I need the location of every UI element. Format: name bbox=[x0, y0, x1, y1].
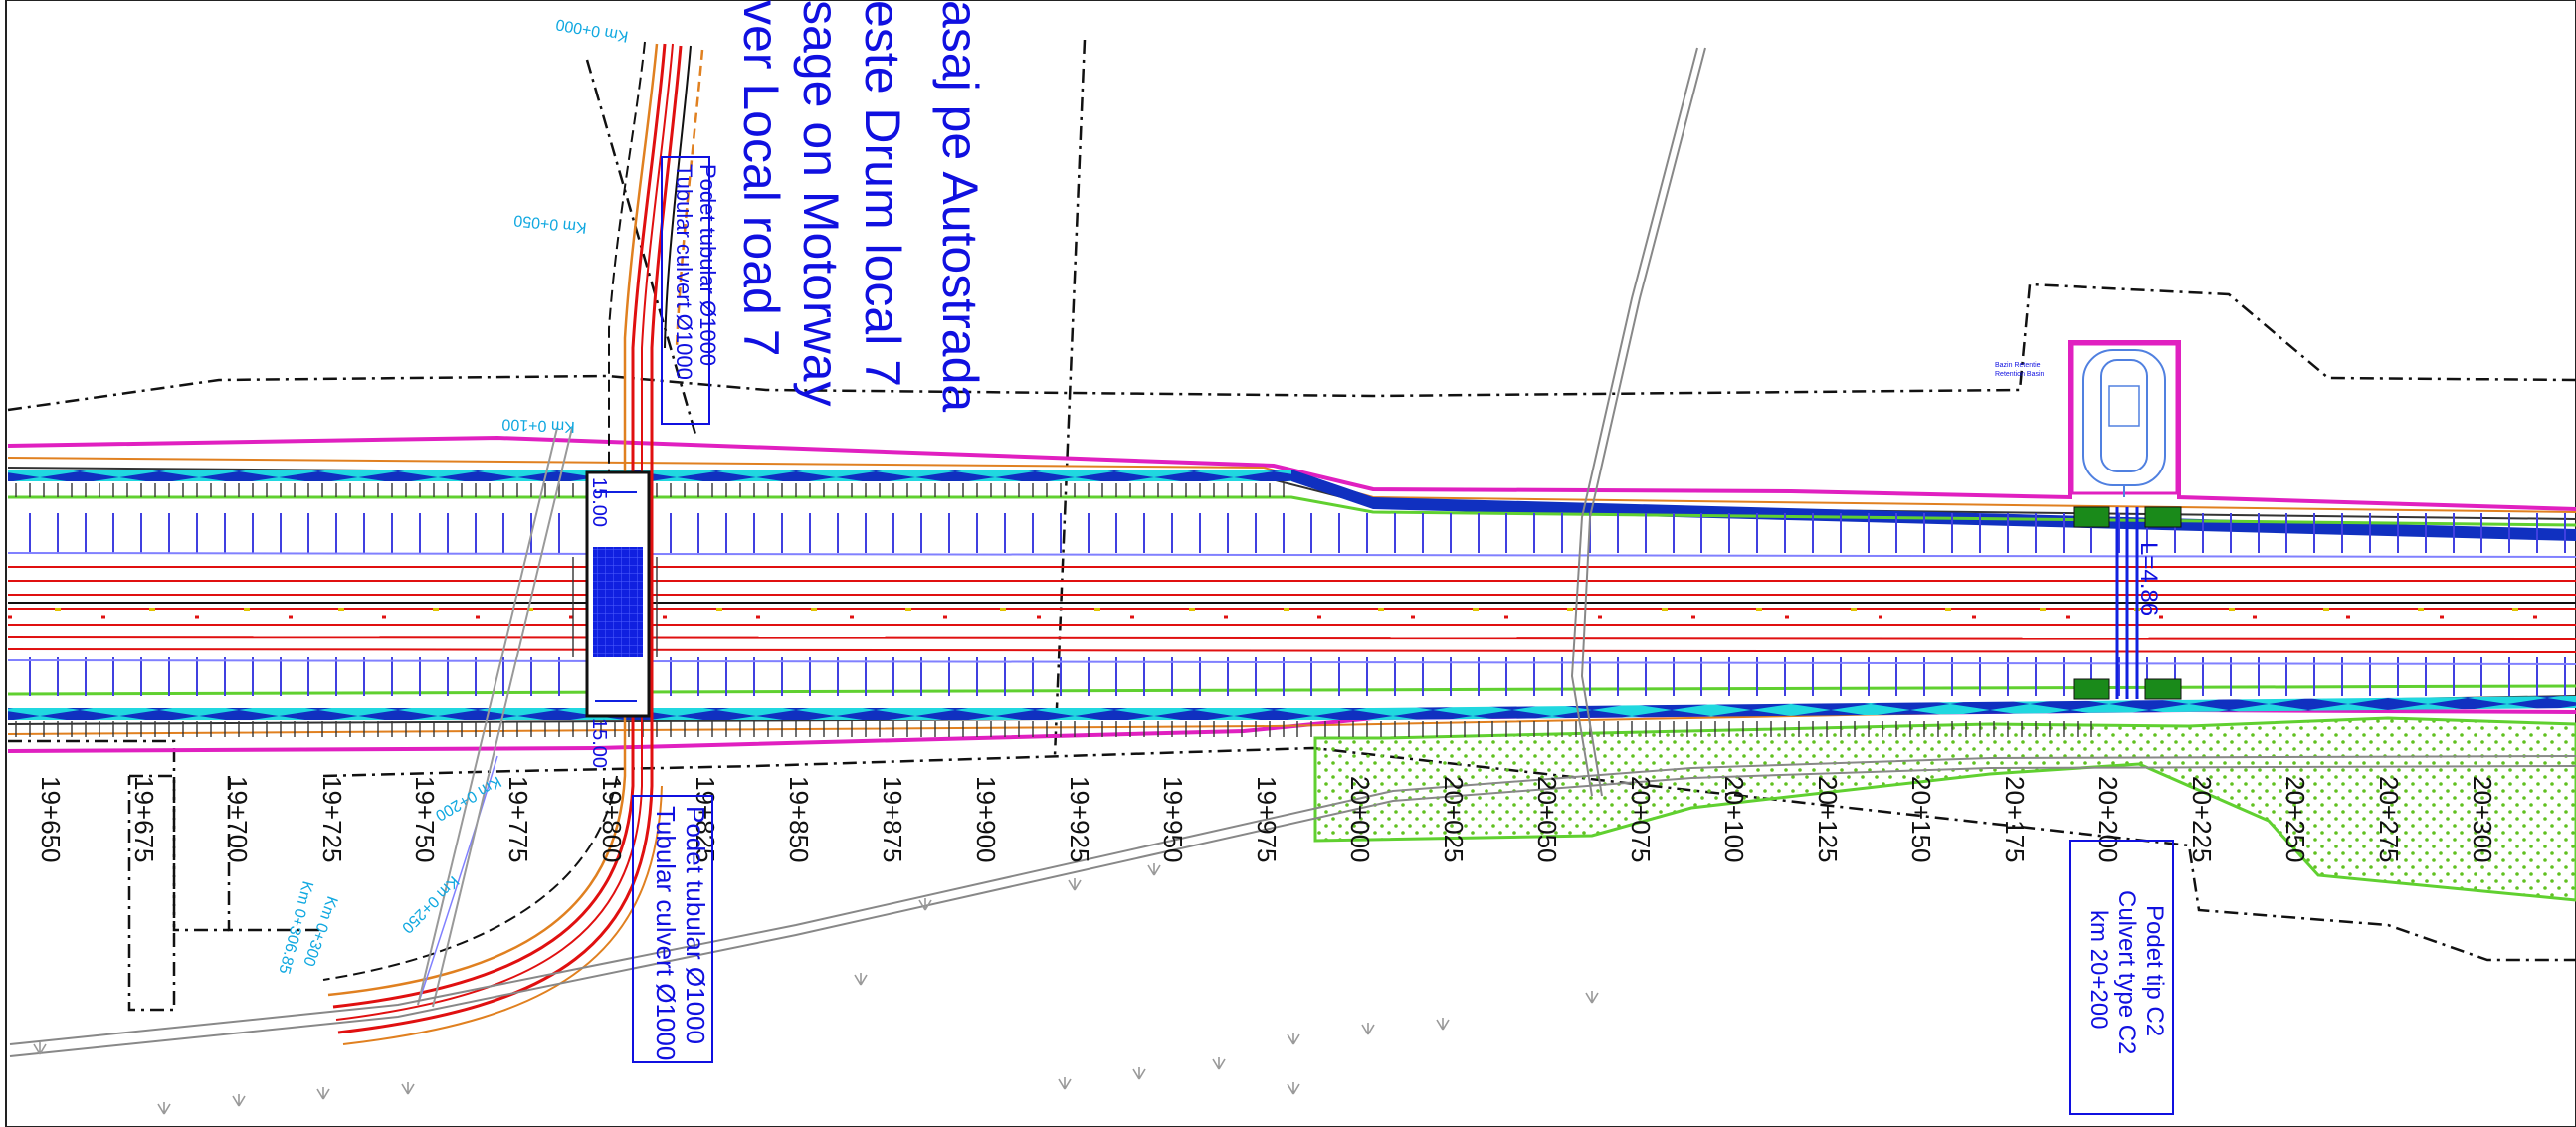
chainage-19-900: 19+900 bbox=[971, 776, 1001, 862]
culvert-length-label: L=4.86 bbox=[2135, 542, 2162, 616]
south-small-ticks bbox=[8, 721, 2097, 737]
culvert-c2 bbox=[2073, 506, 2182, 700]
chainage-19-725: 19+725 bbox=[317, 776, 347, 862]
chainage-19-950: 19+950 bbox=[1158, 776, 1188, 862]
culvert-north-line2: Tubular culvert Ø1000 bbox=[672, 164, 696, 380]
culvert-c2-line3: km 20+200 bbox=[2085, 910, 2112, 1029]
chainage-20-275: 20+275 bbox=[2374, 776, 2404, 862]
chainage-19-875: 19+875 bbox=[878, 776, 907, 862]
chainage-19-650: 19+650 bbox=[36, 776, 66, 862]
bridge-label-south: 15.00 bbox=[588, 718, 610, 768]
chainage-20-250: 20+250 bbox=[2280, 776, 2310, 862]
vegetation-symbols bbox=[33, 863, 1599, 1115]
basin-label-1: Bazin Retentie bbox=[1995, 362, 2041, 369]
chainage-19-975: 19+975 bbox=[1252, 776, 1282, 862]
chainage-19-775: 19+775 bbox=[503, 776, 533, 862]
access-road bbox=[9, 47, 2576, 1057]
title-line-1: asaj pe Autostrada bbox=[932, 0, 988, 412]
crossing-title: asaj pe Autostrada este Drum local 7 sag… bbox=[733, 0, 988, 412]
chainage-20-025: 20+025 bbox=[1439, 776, 1469, 862]
lane-marks bbox=[55, 608, 2518, 611]
culvert-c2-line2: Culvert type C2 bbox=[2113, 890, 2140, 1054]
chainage-labels: 19+650 19+675 19+700 19+725 19+750 19+77… bbox=[36, 776, 2497, 862]
chainage-19-825: 19+825 bbox=[691, 776, 720, 862]
retention-basin bbox=[2070, 342, 2179, 497]
chainage-20-200: 20+200 bbox=[2093, 776, 2123, 862]
culvert-c2-line1: Podet tip C2 bbox=[2141, 905, 2168, 1036]
bridge-label-north: 15.00 bbox=[588, 477, 610, 527]
km-0-000: Km 0+000 bbox=[554, 15, 629, 45]
south-ditch bbox=[8, 696, 2576, 720]
chainage-20-300: 20+300 bbox=[2468, 776, 2497, 862]
culvert-south-line2: Tubular culvert Ø1000 bbox=[651, 806, 681, 1060]
chainage-20-125: 20+125 bbox=[1813, 776, 1843, 862]
chainage-20-175: 20+175 bbox=[2000, 776, 2030, 862]
carriageway bbox=[7, 552, 2576, 665]
title-line-3: sage on Motorway bbox=[793, 0, 849, 407]
culvert-c2-annotation: Podet tip C2 Culvert type C2 km 20+200 bbox=[2069, 840, 2174, 1115]
chainage-19-925: 19+925 bbox=[1065, 776, 1094, 862]
chainage-19-800: 19+800 bbox=[597, 776, 627, 862]
bridge-structure bbox=[572, 470, 665, 718]
chainage-20-225: 20+225 bbox=[2187, 776, 2217, 862]
culvert-south-annotation: Podet tubular Ø1000 Tubular culvert Ø100… bbox=[632, 795, 713, 1063]
culvert-north-line1: Podet tubular Ø1000 bbox=[695, 164, 720, 366]
chainage-19-675: 19+675 bbox=[129, 776, 159, 862]
chainage-19-750: 19+750 bbox=[410, 776, 440, 862]
chainage-20-000: 20+000 bbox=[1345, 776, 1375, 862]
north-slope-ticks bbox=[8, 513, 2575, 553]
title-line-4: ver Local road 7 bbox=[733, 0, 789, 357]
title-line-2: este Drum local 7 bbox=[855, 0, 910, 387]
km-0-200: Km 0+200 bbox=[432, 773, 503, 824]
culvert-north-annotation: Podet tubular Ø1000 Tubular culvert Ø100… bbox=[661, 156, 720, 425]
km-0-050: Km 0+050 bbox=[513, 211, 588, 236]
km-0-100: Km 0+100 bbox=[501, 415, 575, 435]
chainage-19-700: 19+700 bbox=[223, 776, 253, 862]
chainage-20-150: 20+150 bbox=[1906, 776, 1936, 862]
drawing-frame bbox=[5, 0, 2576, 1127]
chainage-19-850: 19+850 bbox=[784, 776, 814, 862]
chainage-20-075: 20+075 bbox=[1626, 776, 1656, 862]
basin-label-2: Retention Basin bbox=[1995, 371, 2045, 378]
culvert-south-line1: Podet tubular Ø1000 bbox=[681, 806, 710, 1044]
chainage-20-100: 20+100 bbox=[1719, 776, 1749, 862]
chainage-20-050: 20+050 bbox=[1532, 776, 1562, 862]
